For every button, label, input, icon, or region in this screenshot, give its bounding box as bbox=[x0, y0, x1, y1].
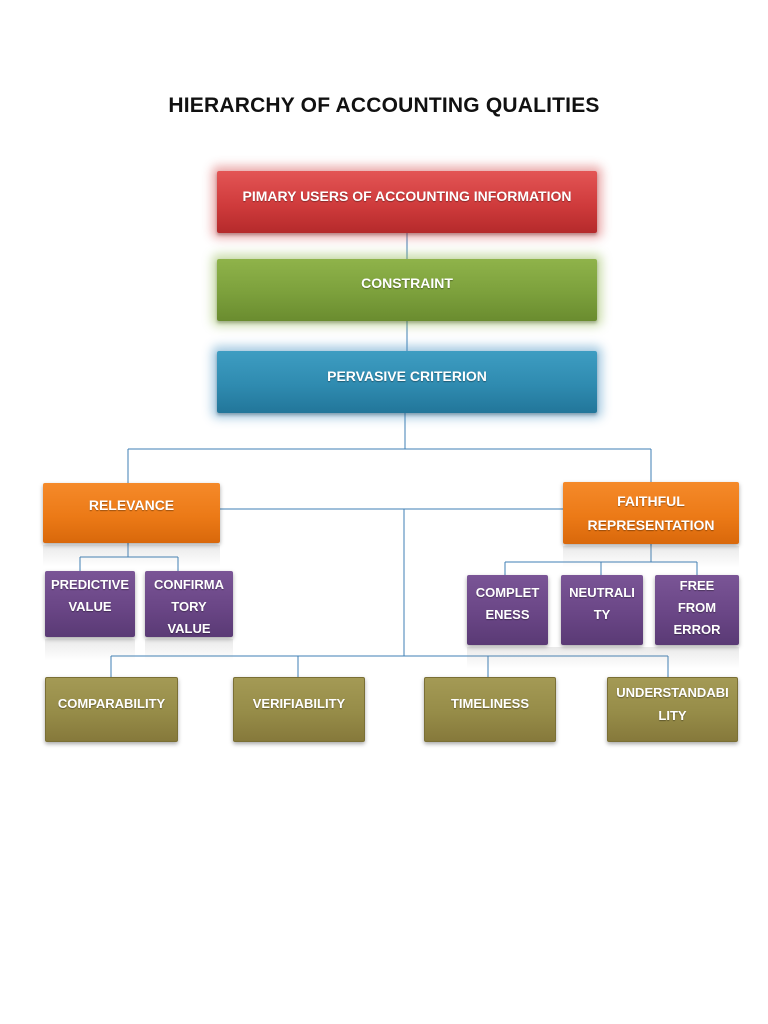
relevance-reflection bbox=[43, 545, 220, 567]
comparability-label: COMPARABILITY bbox=[57, 696, 166, 711]
neutrality-label-line-1: NEUTRALI bbox=[569, 585, 635, 600]
confirmatory-label-line-2: TORY bbox=[171, 599, 207, 615]
faithful-label-line-1: FAITHFUL bbox=[617, 492, 685, 509]
timeliness-box: TIMELINESS bbox=[424, 677, 556, 742]
relevance-label: RELEVANCE bbox=[88, 497, 175, 513]
confirmatory-label-line-1: CONFIRMA bbox=[153, 577, 225, 592]
predictive-label-line-1: PREDICTIVE bbox=[50, 577, 129, 592]
predictive-label-line-2: VALUE bbox=[68, 599, 112, 615]
neutrality-box: NEUTRALI TY bbox=[561, 575, 643, 645]
relevance-box: RELEVANCE bbox=[43, 483, 220, 543]
predictive-reflection bbox=[45, 639, 135, 661]
pervasive-criterion-box: PERVASIVE CRITERION bbox=[217, 351, 597, 413]
faithful-representation-box: FAITHFUL REPRESENTATION bbox=[563, 482, 739, 544]
free-label-line-3: ERROR bbox=[673, 622, 721, 638]
verifiability-box: VERIFIABILITY bbox=[233, 677, 365, 742]
faithful-components-reflection bbox=[467, 647, 739, 669]
primary-users-label: PIMARY USERS OF ACCOUNTING INFORMATION bbox=[242, 188, 572, 204]
pervasive-criterion-label: PERVASIVE CRITERION bbox=[327, 368, 487, 384]
understandability-label-line-1: UNDERSTANDABI bbox=[616, 685, 729, 700]
understandability-box: UNDERSTANDABI LITY bbox=[607, 677, 738, 742]
faithful-label-line-2: REPRESENTATION bbox=[587, 517, 715, 533]
completeness-label-line-2: ENESS bbox=[485, 607, 530, 623]
completeness-box: COMPLET ENESS bbox=[467, 575, 548, 645]
verifiability-label: VERIFIABILITY bbox=[252, 696, 346, 711]
free-from-error-box: FREE FROM ERROR bbox=[655, 575, 739, 645]
constraint-box: CONSTRAINT bbox=[217, 259, 597, 321]
faithful-reflection bbox=[563, 546, 739, 568]
free-label-line-2: FROM bbox=[677, 600, 717, 616]
neutrality-label-line-2: TY bbox=[593, 607, 611, 623]
completeness-label-line-1: COMPLET bbox=[475, 585, 540, 600]
comparability-box: COMPARABILITY bbox=[45, 677, 178, 742]
confirmatory-value-box: CONFIRMA TORY VALUE bbox=[145, 571, 233, 637]
diagram-title: HIERARCHY OF ACCOUNTING QUALITIES bbox=[168, 94, 600, 117]
timeliness-label: TIMELINESS bbox=[450, 696, 529, 711]
predictive-value-box: PREDICTIVE VALUE bbox=[45, 571, 135, 637]
primary-users-box: PIMARY USERS OF ACCOUNTING INFORMATION bbox=[217, 171, 597, 233]
confirmatory-label-line-3: VALUE bbox=[167, 621, 211, 637]
understandability-label-line-2: LITY bbox=[658, 707, 687, 723]
confirmatory-reflection bbox=[145, 639, 233, 661]
constraint-label: CONSTRAINT bbox=[361, 275, 453, 291]
free-label-line-1: FREE bbox=[679, 578, 715, 593]
